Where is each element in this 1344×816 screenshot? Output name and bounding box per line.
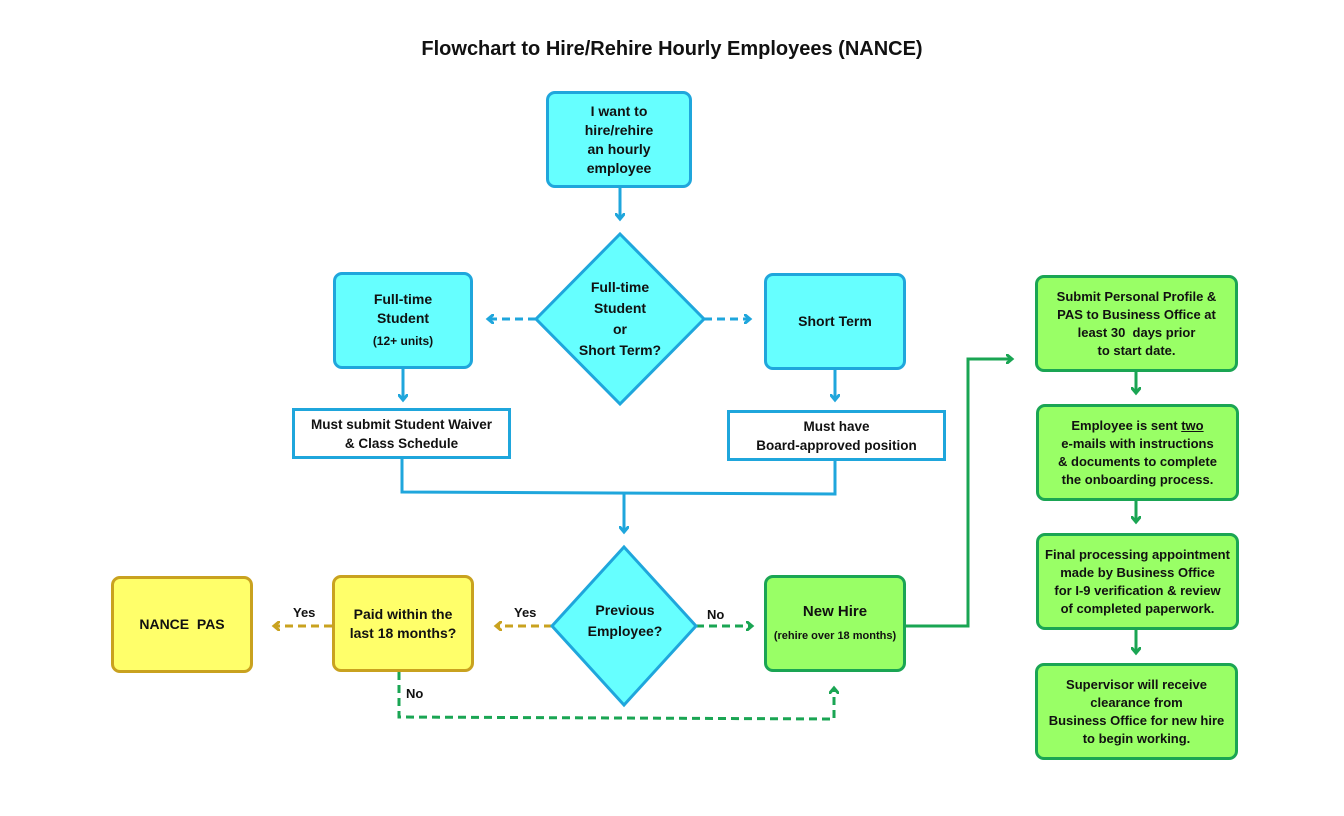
page-title: Flowchart to Hire/Rehire Hourly Employee… — [421, 38, 923, 60]
step2-emphasis: two — [1181, 417, 1204, 433]
decision-previous-shape — [549, 544, 699, 708]
new-hire-sub: (rehire over 18 months) — [773, 629, 897, 642]
step1-line-4: to start date. — [1097, 342, 1176, 358]
short-term-label: Short Term — [798, 313, 872, 329]
edge-merge-bracket — [400, 459, 837, 496]
step4-line-4: to begin working. — [1082, 730, 1191, 746]
board-line-1: Must have — [803, 418, 870, 434]
step3-line-1: Final processing appointment — [1045, 546, 1230, 562]
nance-pas-label: NANCE PAS — [139, 616, 225, 632]
start-line-3: an hourly — [587, 140, 651, 157]
step2-line-4: the onboarding process. — [1061, 471, 1214, 487]
step3-line-2: made by Business Office — [1060, 564, 1215, 580]
step3-node: Final processing appointment made by Bus… — [1036, 533, 1239, 630]
step4-line-3: Business Office for new hire — [1048, 712, 1225, 728]
board-line-2: Board-approved position — [756, 437, 917, 453]
waiver-line-1: Must submit Student Waiver — [310, 416, 492, 432]
board-approved-node: Must have Board-approved position — [727, 410, 946, 461]
paid-line-1: Paid within the — [353, 605, 453, 622]
edge-label-paid-no: No — [406, 686, 424, 701]
edge-label-previous-no: No — [707, 607, 725, 622]
decision-type-shape — [533, 231, 707, 407]
waiver-line-2: & Class Schedule — [344, 435, 459, 451]
decision-type-line-1: Full-time — [590, 279, 650, 295]
edge-paid-no — [397, 672, 834, 721]
edge-newhire-to-step1 — [906, 359, 1012, 628]
nance-pas-node: NANCE PAS — [111, 576, 253, 673]
start-line-2: hire/rehire — [584, 121, 654, 138]
step4-line-2: clearance from — [1090, 694, 1183, 710]
start-line-4: employee — [586, 159, 652, 176]
previous-line-2: Employee? — [587, 623, 663, 639]
step3-line-4: of completed paperwork. — [1060, 600, 1215, 616]
step4-node: Supervisor will receive clearance from B… — [1035, 663, 1238, 760]
paid-within-node: Paid within the last 18 months? — [332, 575, 474, 672]
fulltime-student-node: Full-time Student (12+ units) — [333, 272, 473, 369]
fulltime-line-1: Full-time — [373, 291, 433, 307]
fulltime-units: (12+ units) — [372, 334, 434, 348]
step1-line-1: Submit Personal Profile & — [1056, 288, 1217, 304]
paid-line-2: last 18 months? — [349, 624, 457, 641]
step2-line-1-prefix: Employee is sent — [1071, 417, 1182, 433]
edge-label-previous-yes: Yes — [514, 605, 537, 620]
edge-label-paid-yes: Yes — [293, 605, 316, 620]
decision-type-line-3: or — [613, 321, 627, 337]
step4-line-1: Supervisor will receive — [1066, 676, 1207, 692]
decision-previous-node: Previous Employee? — [570, 596, 680, 646]
decision-type-node: Full-time Student or Short Term? — [560, 268, 680, 370]
step1-line-3: least 30 days prior — [1077, 324, 1196, 340]
step1-line-2: PAS to Business Office at — [1057, 306, 1216, 322]
new-hire-node: New Hire (rehire over 18 months) — [764, 575, 906, 672]
step1-node: Submit Personal Profile & PAS to Busines… — [1035, 275, 1238, 372]
step2-line-1: Employee is sent two — [1071, 417, 1203, 435]
step2-line-2: e-mails with instructions — [1061, 435, 1214, 451]
previous-line-1: Previous — [595, 602, 655, 618]
student-waiver-node: Must submit Student Waiver & Class Sched… — [292, 408, 511, 459]
start-line-1: I want to — [590, 102, 648, 119]
fulltime-line-2: Student — [376, 310, 430, 326]
new-hire-label: New Hire — [802, 602, 868, 620]
step2-node: Employee is sent two e-mails with instru… — [1036, 404, 1239, 501]
step3-line-3: for I-9 verification & review — [1054, 582, 1221, 598]
step2-line-3: & documents to complete — [1058, 453, 1217, 469]
decision-type-line-2: Student — [593, 300, 647, 316]
decision-type-line-4: Short Term? — [578, 342, 662, 358]
short-term-node: Short Term — [764, 273, 906, 370]
start-node: I want to hire/rehire an hourly employee — [546, 91, 692, 188]
